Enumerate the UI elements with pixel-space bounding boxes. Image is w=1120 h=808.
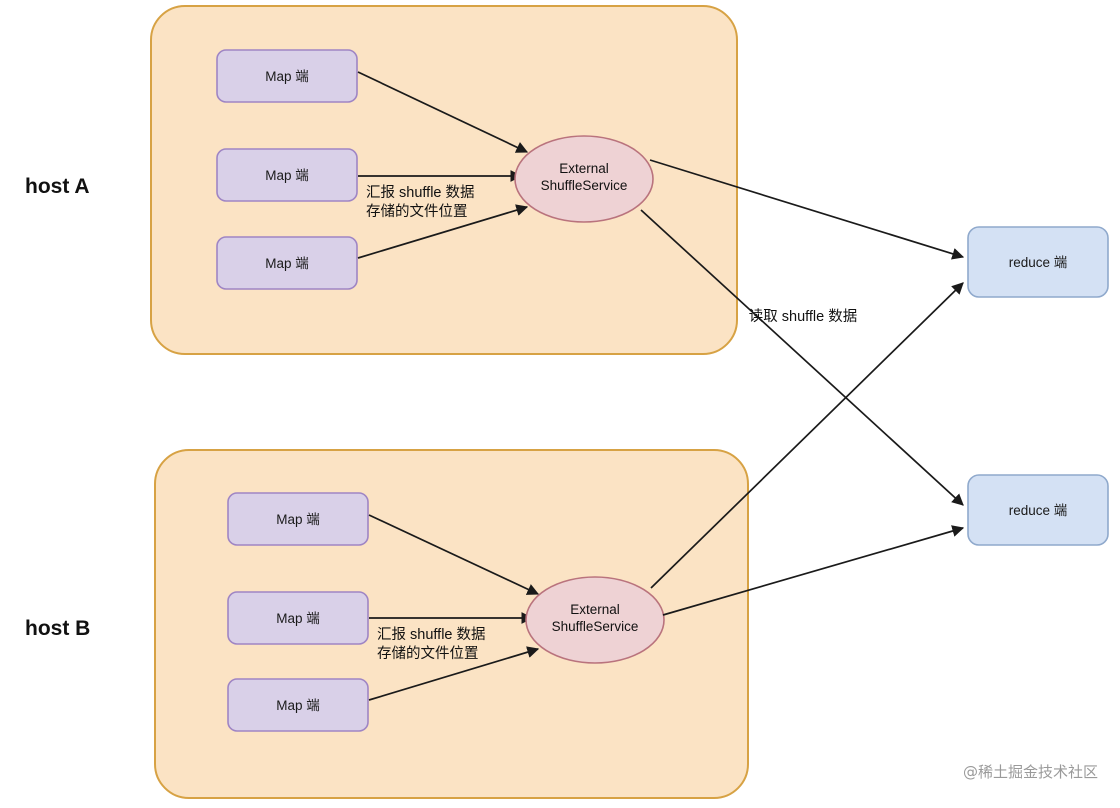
map-node-a3[interactable]: Map 端 <box>216 236 358 290</box>
edge-map-a3-to-ess-a <box>357 204 529 259</box>
map-node-b3-box <box>227 678 369 732</box>
host-label-b: host B <box>25 617 90 640</box>
report-label-a-line2: 存储的文件位置 <box>366 203 468 220</box>
edge-map-b1-to-ess-b <box>368 514 540 595</box>
edge-ess-b-to-reduce-top <box>650 282 964 589</box>
external-shuffle-service-a-line2: ShuffleService <box>541 178 628 193</box>
map-node-b2-box <box>227 591 369 645</box>
external-shuffle-service-a-shape <box>514 135 654 223</box>
external-shuffle-service-a-line1: External <box>559 161 609 176</box>
map-node-b2[interactable]: Map 端 <box>227 591 369 645</box>
map-node-b1[interactable]: Map 端 <box>227 492 369 546</box>
reduce-node-bottom[interactable]: reduce 端 <box>967 474 1109 546</box>
edge-ess-a-to-reduce-bottom <box>640 209 964 506</box>
watermark: @稀土掘金技术社区 <box>963 763 1098 781</box>
map-node-a3-label: Map 端 <box>265 256 309 271</box>
map-node-a1-label: Map 端 <box>265 69 309 84</box>
map-node-a1-box <box>216 49 358 103</box>
map-node-a1[interactable]: Map 端 <box>216 49 358 103</box>
map-node-b1-box <box>227 492 369 546</box>
map-node-a2[interactable]: Map 端 <box>216 148 358 202</box>
map-node-b1-label: Map 端 <box>276 512 320 527</box>
edge-map-a1-to-ess-a <box>357 71 529 153</box>
reduce-node-top[interactable]: reduce 端 <box>967 226 1109 298</box>
external-shuffle-service-b[interactable]: External ShuffleService <box>525 576 665 664</box>
report-label-b-line2: 存储的文件位置 <box>377 645 479 662</box>
external-shuffle-service-a[interactable]: External ShuffleService <box>514 135 654 223</box>
external-shuffle-service-b-line2: ShuffleService <box>552 619 639 634</box>
map-node-b3[interactable]: Map 端 <box>227 678 369 732</box>
map-node-b3-label: Map 端 <box>276 698 320 713</box>
edge-ess-a-to-reduce-top <box>649 159 965 260</box>
external-shuffle-service-b-line1: External <box>570 602 620 617</box>
reduce-node-bottom-label: reduce 端 <box>1009 503 1068 518</box>
external-shuffle-service-b-shape <box>525 576 665 664</box>
reduce-node-top-box <box>967 226 1109 298</box>
report-label-a-line1: 汇报 shuffle 数据 <box>366 184 475 201</box>
map-node-b2-label: Map 端 <box>276 611 320 626</box>
edge-map-b3-to-ess-b <box>368 646 540 701</box>
read-shuffle-label: 读取 shuffle 数据 <box>749 308 858 325</box>
report-label-b-line1: 汇报 shuffle 数据 <box>377 626 486 643</box>
map-node-a2-label: Map 端 <box>265 168 309 183</box>
map-node-a3-box <box>216 236 358 290</box>
edge-ess-b-to-reduce-bottom <box>662 525 965 616</box>
reduce-node-bottom-box <box>967 474 1109 546</box>
host-label-a: host A <box>25 175 90 198</box>
map-node-a2-box <box>216 148 358 202</box>
reduce-node-top-label: reduce 端 <box>1009 255 1068 270</box>
